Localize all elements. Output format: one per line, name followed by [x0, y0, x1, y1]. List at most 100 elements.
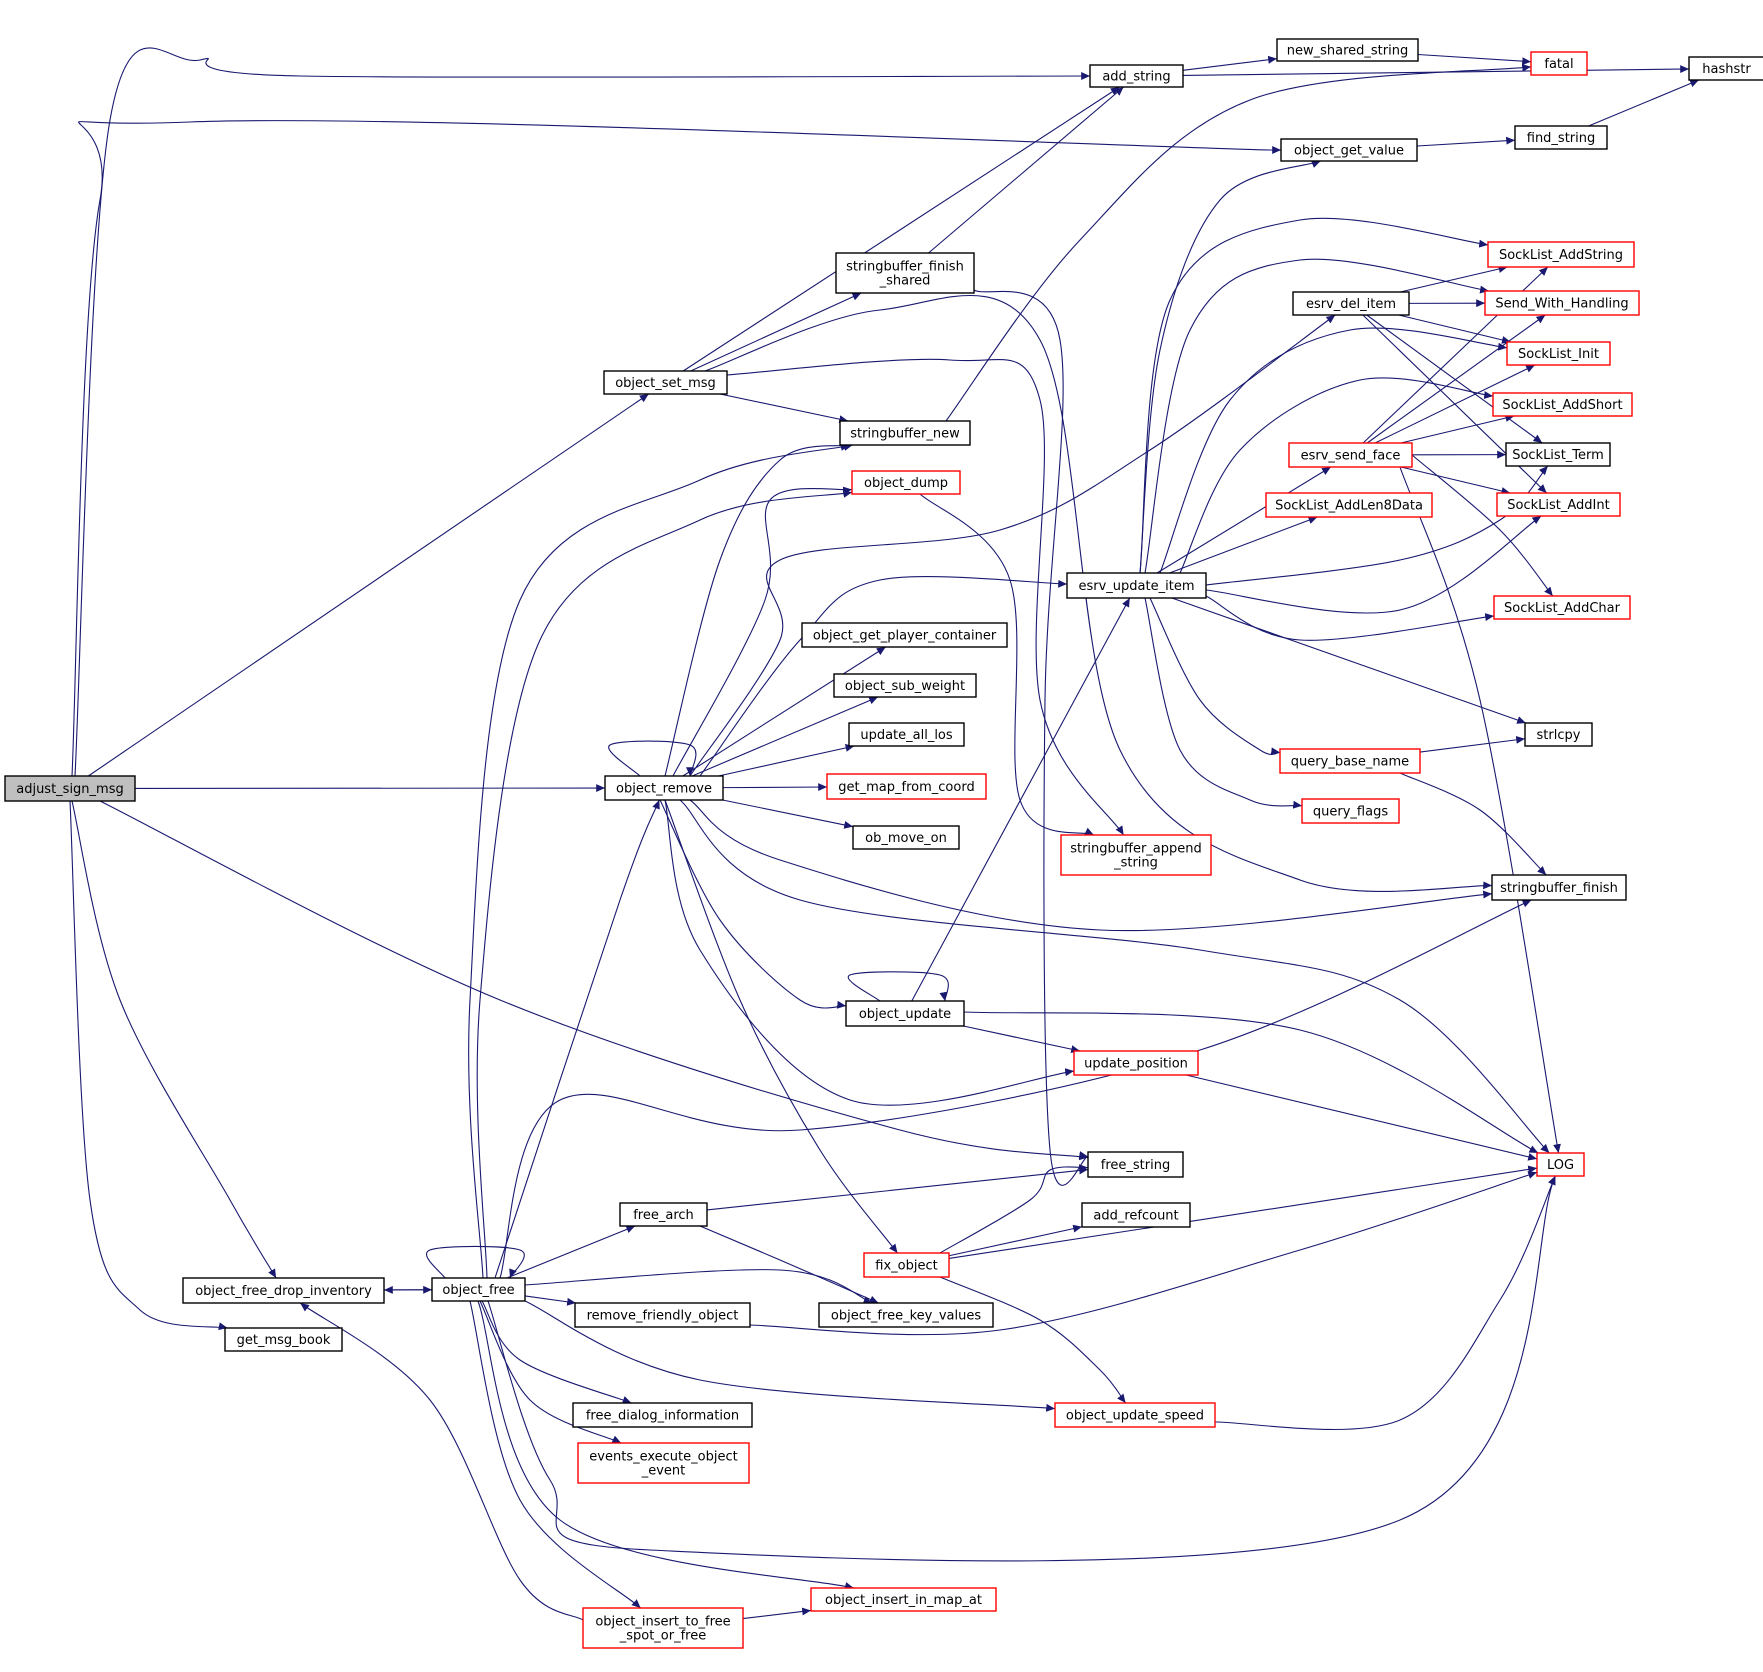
node-SockList_AddLen8Data[interactable]: SockList_AddLen8Data — [1265, 492, 1433, 518]
node-box[interactable] — [603, 370, 728, 395]
node-box[interactable] — [852, 825, 960, 850]
node-box[interactable] — [833, 673, 977, 698]
node-object_get_value[interactable]: object_get_value — [1280, 138, 1418, 162]
node-box[interactable] — [4, 775, 136, 802]
node-box[interactable] — [1536, 1152, 1585, 1177]
node-box[interactable] — [1073, 1050, 1199, 1076]
node-stringbuffer_new[interactable]: stringbuffer_new — [839, 420, 971, 446]
node-esrv_send_face[interactable]: esrv_send_face — [1288, 442, 1413, 468]
node-box[interactable] — [810, 1587, 997, 1612]
node-esrv_del_item[interactable]: esrv_del_item — [1292, 291, 1410, 316]
node-get_map_from_coord[interactable]: get_map_from_coord — [826, 773, 987, 800]
node-box[interactable] — [1491, 874, 1627, 901]
node-box[interactable] — [572, 1402, 753, 1428]
node-box[interactable] — [1530, 51, 1588, 76]
node-box[interactable] — [582, 1607, 744, 1649]
node-box[interactable] — [1496, 492, 1621, 517]
node-object_set_msg[interactable]: object_set_msg — [603, 370, 728, 395]
node-box[interactable] — [182, 1277, 385, 1304]
node-add_refcount[interactable]: add_refcount — [1081, 1202, 1191, 1228]
node-object_update_speed[interactable]: object_update_speed — [1054, 1402, 1216, 1428]
node-box[interactable] — [1087, 1151, 1184, 1178]
node-hashstr[interactable]: hashstr — [1688, 56, 1763, 81]
node-box[interactable] — [801, 622, 1008, 648]
node-update_all_los[interactable]: update_all_los — [848, 722, 965, 747]
node-fix_object[interactable]: fix_object — [863, 1252, 950, 1278]
node-box[interactable] — [863, 1252, 950, 1278]
node-SockList_Init[interactable]: SockList_Init — [1506, 341, 1611, 366]
node-fatal[interactable]: fatal — [1530, 51, 1588, 76]
node-remove_friendly_object[interactable]: remove_friendly_object — [574, 1302, 751, 1328]
node-box[interactable] — [619, 1202, 708, 1227]
node-box[interactable] — [574, 1302, 751, 1328]
node-box[interactable] — [826, 773, 987, 800]
node-box[interactable] — [1060, 834, 1212, 876]
node-get_msg_book[interactable]: get_msg_book — [224, 1327, 343, 1352]
node-box[interactable] — [845, 1000, 965, 1027]
node-SockList_AddChar[interactable]: SockList_AddChar — [1493, 595, 1631, 620]
node-object_free[interactable]: object_free — [431, 1277, 526, 1302]
node-stringbuffer_finish_shared[interactable]: stringbuffer_finish_shared — [835, 252, 975, 294]
node-SockList_Term[interactable]: SockList_Term — [1505, 442, 1611, 467]
node-box[interactable] — [851, 470, 961, 495]
node-box[interactable] — [818, 1302, 994, 1328]
node-object_sub_weight[interactable]: object_sub_weight — [833, 673, 977, 698]
node-query_base_name[interactable]: query_base_name — [1279, 748, 1421, 774]
node-add_string[interactable]: add_string — [1089, 64, 1184, 88]
node-SockList_AddString[interactable]: SockList_AddString — [1487, 241, 1635, 268]
node-box[interactable] — [1279, 748, 1421, 774]
node-query_flags[interactable]: query_flags — [1301, 798, 1400, 824]
node-box[interactable] — [1292, 291, 1410, 316]
node-events_execute_object_event[interactable]: events_execute_object_event — [577, 1442, 750, 1484]
node-new_shared_string[interactable]: new_shared_string — [1276, 38, 1419, 62]
node-object_update[interactable]: object_update — [845, 1000, 965, 1027]
node-object_free_key_values[interactable]: object_free_key_values — [818, 1302, 994, 1328]
node-free_arch[interactable]: free_arch — [619, 1202, 708, 1227]
node-ob_move_on[interactable]: ob_move_on — [852, 825, 960, 850]
node-LOG[interactable]: LOG — [1536, 1152, 1585, 1177]
node-adjust_sign_msg[interactable]: adjust_sign_msg — [4, 775, 136, 802]
node-update_position[interactable]: update_position — [1073, 1050, 1199, 1076]
node-object_insert_in_map_at[interactable]: object_insert_in_map_at — [810, 1587, 997, 1612]
node-box[interactable] — [1276, 38, 1419, 62]
node-SockList_AddShort[interactable]: SockList_AddShort — [1492, 392, 1633, 417]
node-box[interactable] — [1288, 442, 1413, 468]
node-box[interactable] — [1054, 1402, 1216, 1428]
node-stringbuffer_finish[interactable]: stringbuffer_finish — [1491, 874, 1627, 901]
node-free_string[interactable]: free_string — [1087, 1151, 1184, 1178]
node-object_free_drop_inventory[interactable]: object_free_drop_inventory — [182, 1277, 385, 1304]
node-box[interactable] — [1506, 341, 1611, 366]
node-esrv_update_item[interactable]: esrv_update_item — [1066, 572, 1207, 599]
node-object_insert_to_free_spot_or_free[interactable]: object_insert_to_free_spot_or_free — [582, 1607, 744, 1649]
node-free_dialog_information[interactable]: free_dialog_information — [572, 1402, 753, 1428]
node-box[interactable] — [1280, 138, 1418, 162]
node-box[interactable] — [1493, 595, 1631, 620]
node-box[interactable] — [1484, 290, 1640, 316]
node-box[interactable] — [1081, 1202, 1191, 1228]
node-box[interactable] — [224, 1327, 343, 1352]
node-box[interactable] — [577, 1442, 750, 1484]
node-box[interactable] — [431, 1277, 526, 1302]
node-stringbuffer_append_string[interactable]: stringbuffer_append_string — [1060, 834, 1212, 876]
node-Send_With_Handling[interactable]: Send_With_Handling — [1484, 290, 1640, 316]
node-box[interactable] — [839, 420, 971, 446]
node-box[interactable] — [1066, 572, 1207, 599]
node-box[interactable] — [1089, 64, 1184, 88]
node-object_get_player_container[interactable]: object_get_player_container — [801, 622, 1008, 648]
node-box[interactable] — [1688, 56, 1763, 81]
node-object_remove[interactable]: object_remove — [604, 775, 724, 801]
node-box[interactable] — [1514, 125, 1608, 150]
node-strlcpy[interactable]: strlcpy — [1524, 722, 1593, 747]
node-box[interactable] — [1492, 392, 1633, 417]
node-box[interactable] — [604, 775, 724, 801]
node-box[interactable] — [1487, 241, 1635, 268]
node-object_dump[interactable]: object_dump — [851, 470, 961, 495]
node-find_string[interactable]: find_string — [1514, 125, 1608, 150]
node-box[interactable] — [1265, 492, 1433, 518]
node-box[interactable] — [848, 722, 965, 747]
node-box[interactable] — [1524, 722, 1593, 747]
node-box[interactable] — [1505, 442, 1611, 467]
node-box[interactable] — [835, 252, 975, 294]
node-box[interactable] — [1301, 798, 1400, 824]
node-SockList_AddInt[interactable]: SockList_AddInt — [1496, 492, 1621, 517]
